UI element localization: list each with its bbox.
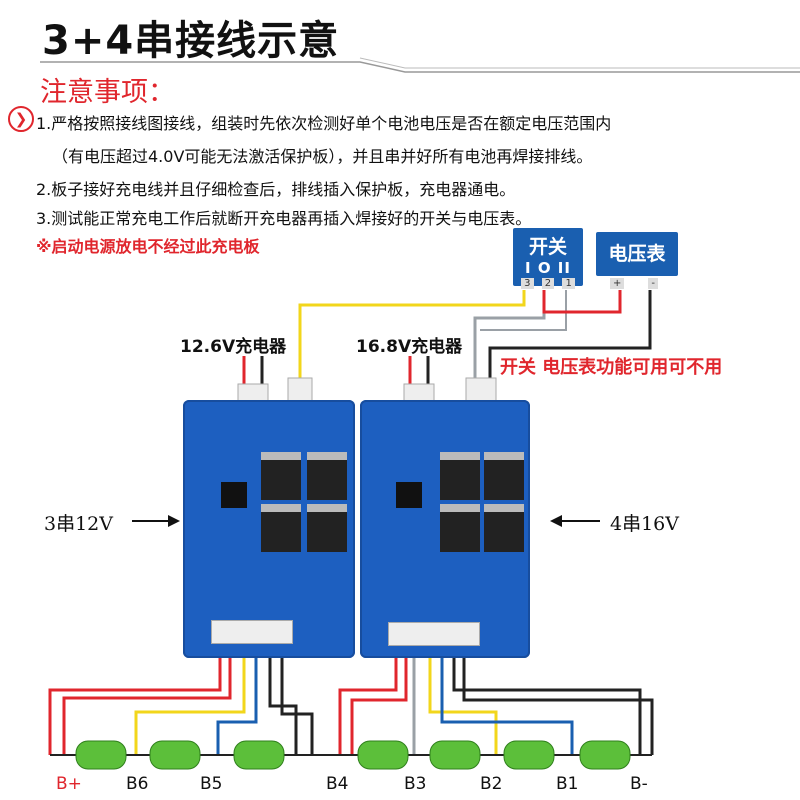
left-protection-board	[183, 400, 355, 658]
switch-symbol: I O II	[525, 259, 571, 277]
page-title: 3+4串接线示意	[42, 18, 340, 64]
right-switch-connector	[465, 377, 497, 403]
right-arrow-head	[550, 515, 562, 527]
left-mosfet-1	[261, 452, 301, 500]
notes-heading: 注意事项：	[40, 77, 175, 108]
left-mosfet-2	[307, 452, 347, 500]
switch-pin-2: 2	[541, 278, 555, 289]
left-board-ic	[221, 482, 247, 508]
voltmeter-pin-plus: +	[610, 278, 625, 289]
terminal-b6: B6	[126, 774, 149, 794]
left-side-label: 3串12V	[44, 513, 113, 535]
switch-wire-yellow	[298, 290, 526, 378]
terminal-bminus: B-	[630, 774, 648, 794]
right-board-ic	[396, 482, 422, 508]
note-1-cont: （有电压超过4.0V可能无法激活保护板），并且串并好所有电池再焊接排线。	[52, 147, 593, 166]
note-3: 3.测试能正常充电工作后就断开充电器再插入焊接好的开关与电压表。	[36, 209, 532, 228]
note-2: 2.板子接好充电线并且仔细检查后，排线插入保护板，充电器通电。	[36, 180, 516, 199]
terminal-b3: B3	[404, 774, 427, 794]
voltmeter-pin-minus: -	[648, 278, 658, 289]
warning-text: ※启动电源放电不经过此充电板	[36, 237, 260, 256]
voltmeter-pins: + -	[610, 278, 658, 289]
switch-box: 开关 I O II	[513, 228, 583, 286]
switch-pin-3: 3	[521, 278, 534, 289]
right-mosfet-3	[440, 504, 480, 552]
terminal-bplus: B+	[56, 774, 82, 794]
optional-note: 开关 电压表功能可用可不用	[500, 357, 723, 378]
left-switch-connector	[287, 377, 313, 403]
right-charger-label: 16.8V充电器	[356, 337, 463, 357]
voltmeter-wire-red	[542, 290, 622, 314]
terminal-b5: B5	[200, 774, 223, 794]
chevron-right-icon: ❯	[8, 106, 34, 132]
switch-pins: 3 2 1	[517, 278, 579, 289]
terminal-b2: B2	[480, 774, 503, 794]
left-charger-label: 12.6V充电器	[180, 337, 287, 357]
battery-cells	[75, 740, 631, 770]
left-arrow-head	[168, 515, 180, 527]
terminal-b4: B4	[326, 774, 349, 794]
switch-wire-gray-2	[480, 290, 567, 331]
left-mosfet-3	[261, 504, 301, 552]
voltmeter-wire-black	[488, 290, 652, 378]
switch-label: 开关	[528, 236, 567, 258]
right-balance-connector	[388, 622, 480, 646]
right-mosfet-4	[484, 504, 524, 552]
left-mosfet-4	[307, 504, 347, 552]
note-1: 1.严格按照接线图接线，组装时先依次检测好单个电池电压是否在额定电压范围内	[36, 114, 612, 133]
title-underline	[40, 57, 800, 73]
right-side-label: 4串16V	[610, 513, 679, 535]
switch-pin-1: 1	[562, 278, 575, 289]
terminal-b1: B1	[556, 774, 579, 794]
left-balance-connector	[211, 620, 293, 644]
right-mosfet-1	[440, 452, 480, 500]
voltmeter-label: 电压表	[596, 232, 678, 276]
right-protection-board	[360, 400, 530, 658]
right-mosfet-2	[484, 452, 524, 500]
